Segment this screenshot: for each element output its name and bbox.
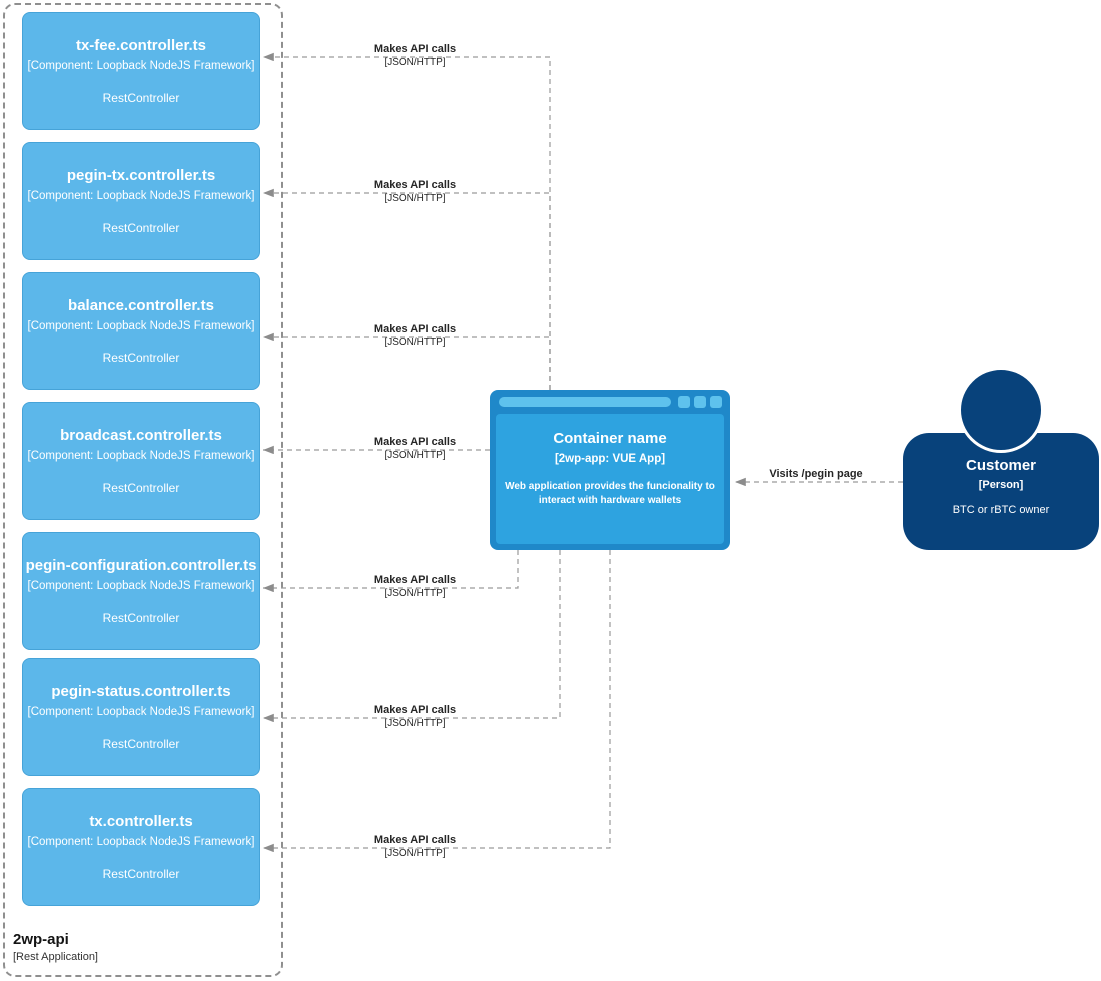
component-title: pegin-configuration.controller.ts xyxy=(25,557,257,574)
container-description: Web application provides the funcionalit… xyxy=(505,481,715,506)
edge-label-tech: [JSON/HTTP] xyxy=(384,848,446,859)
component-technology: RestController xyxy=(102,867,180,881)
edge-label-tech: [JSON/HTTP] xyxy=(384,450,446,461)
component-meta: [Component: Loopback NodeJS Framework] xyxy=(27,706,255,718)
edge-label-tech: [JSON/HTTP] xyxy=(384,337,446,348)
edge-label-text: Makes API calls xyxy=(373,323,457,335)
edge-makes-api-calls-1 xyxy=(263,188,551,390)
component-broadcast-controller: broadcast.controller.ts [Component: Loop… xyxy=(22,402,260,520)
edge-label-tech: [JSON/HTTP] xyxy=(384,193,446,204)
component-title: tx.controller.ts xyxy=(89,813,193,830)
person-title: Customer xyxy=(965,457,1036,474)
browser-chrome xyxy=(490,390,730,414)
person-subtitle: [Person] xyxy=(978,479,1024,491)
edge-label-makes-api-calls: Makes API calls [JSON/HTTP] xyxy=(340,704,490,730)
edge-label-makes-api-calls: Makes API calls [JSON/HTTP] xyxy=(340,179,490,205)
edge-label-text: Makes API calls xyxy=(373,834,457,846)
browser-button-icon xyxy=(678,396,690,408)
component-meta: [Component: Loopback NodeJS Framework] xyxy=(27,190,255,202)
component-tx-controller: tx.controller.ts [Component: Loopback No… xyxy=(22,788,260,906)
component-meta: [Component: Loopback NodeJS Framework] xyxy=(27,320,255,332)
component-meta: [Component: Loopback NodeJS Framework] xyxy=(27,836,255,848)
edge-label-text: Makes API calls xyxy=(373,704,457,716)
container-title: Container name xyxy=(553,430,667,447)
component-title: pegin-tx.controller.ts xyxy=(66,167,216,184)
component-tx-fee-controller: tx-fee.controller.ts [Component: Loopbac… xyxy=(22,12,260,130)
edge-label-text: Makes API calls xyxy=(373,436,457,448)
container-subtitle: [2wp-app: VUE App] xyxy=(554,453,666,465)
browser-address-bar xyxy=(499,397,671,407)
component-pegin-status-controller: pegin-status.controller.ts [Component: L… xyxy=(22,658,260,776)
edge-label-text: Makes API calls xyxy=(373,574,457,586)
edge-label-text: Makes API calls xyxy=(373,43,457,55)
component-title: balance.controller.ts xyxy=(68,297,214,314)
component-meta: [Component: Loopback NodeJS Framework] xyxy=(27,580,255,592)
edge-label-makes-api-calls: Makes API calls [JSON/HTTP] xyxy=(340,43,490,69)
edge-label-visits-pegin-page: Visits /pegin page xyxy=(741,468,891,481)
boundary-type: [Rest Application] xyxy=(13,951,98,963)
edge-label-makes-api-calls: Makes API calls [JSON/HTTP] xyxy=(340,574,490,600)
component-title: broadcast.controller.ts xyxy=(60,427,222,444)
edge-label-tech: [JSON/HTTP] xyxy=(384,588,446,599)
component-pegin-configuration-controller: pegin-configuration.controller.ts [Compo… xyxy=(22,532,260,650)
boundary-label: 2wp-api [Rest Application] xyxy=(13,931,98,963)
component-technology: RestController xyxy=(102,481,180,495)
browser-button-icon xyxy=(710,396,722,408)
component-title: pegin-status.controller.ts xyxy=(51,683,231,700)
component-technology: RestController xyxy=(102,221,180,235)
edge-makes-api-calls-5 xyxy=(263,550,561,723)
edge-label-makes-api-calls: Makes API calls [JSON/HTTP] xyxy=(340,834,490,860)
component-title: tx-fee.controller.ts xyxy=(75,37,207,54)
person-description: BTC or rBTC owner xyxy=(952,504,1050,516)
edge-label-makes-api-calls: Makes API calls [JSON/HTTP] xyxy=(340,323,490,349)
edge-makes-api-calls-4 xyxy=(263,550,519,593)
component-meta: [Component: Loopback NodeJS Framework] xyxy=(27,60,255,72)
edge-label-tech: [JSON/HTTP] xyxy=(384,718,446,729)
edge-makes-api-calls-6 xyxy=(263,550,611,853)
edge-label-makes-api-calls: Makes API calls [JSON/HTTP] xyxy=(340,436,490,462)
edge-label-text: Makes API calls xyxy=(373,179,457,191)
component-balance-controller: balance.controller.ts [Component: Loopba… xyxy=(22,272,260,390)
container-2wp-app: Container name [2wp-app: VUE App] Web ap… xyxy=(490,390,730,550)
edge-label-text: Visits /pegin page xyxy=(769,468,863,480)
browser-button-icon xyxy=(694,396,706,408)
component-technology: RestController xyxy=(102,91,180,105)
container-body: Container name [2wp-app: VUE App] Web ap… xyxy=(496,414,724,544)
person-head-icon xyxy=(958,367,1044,453)
edge-label-tech: [JSON/HTTP] xyxy=(384,57,446,68)
component-pegin-tx-controller: pegin-tx.controller.ts [Component: Loopb… xyxy=(22,142,260,260)
component-technology: RestController xyxy=(102,611,180,625)
component-meta: [Component: Loopback NodeJS Framework] xyxy=(27,450,255,462)
edge-makes-api-calls-2 xyxy=(263,332,551,390)
component-technology: RestController xyxy=(102,737,180,751)
component-technology: RestController xyxy=(102,351,180,365)
boundary-name: 2wp-api xyxy=(13,931,69,948)
